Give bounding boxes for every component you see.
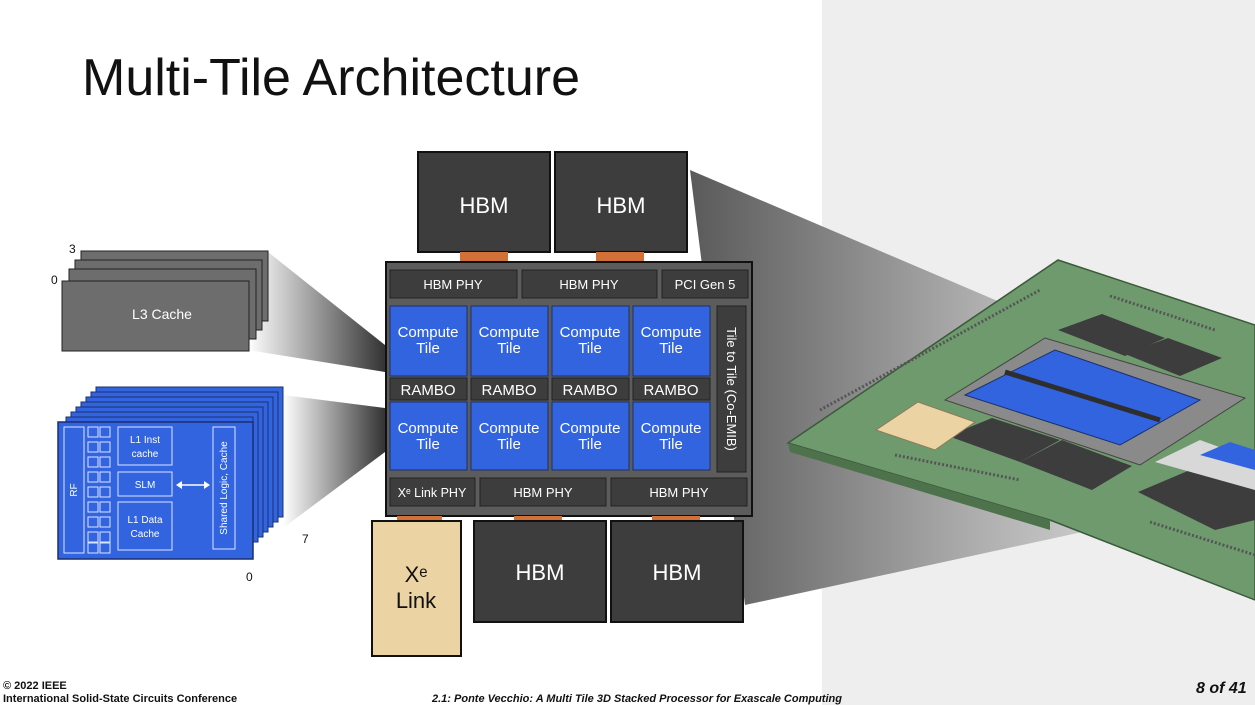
hbm-phy-label: HBM PHY (513, 485, 573, 500)
footer-copyright: © 2022 IEEE (3, 680, 67, 692)
page-number: 8 of 41 (1196, 680, 1247, 697)
footer-conference: International Solid-State Circuits Confe… (3, 693, 238, 705)
hbm-bottom-right-label: HBM (653, 560, 702, 585)
l1-inst-cache-label: L1 Inst (130, 435, 160, 446)
hbm-bottom-left-label: HBM (516, 560, 565, 585)
register-grid (87, 426, 111, 554)
footer-paper-title: 2.1: Ponte Vecchio: A Multi Tile 3D Stac… (432, 693, 842, 705)
hbm-phy-label: HBM PHY (423, 277, 483, 292)
pci-gen5-label: PCI Gen 5 (675, 277, 736, 292)
xe-core-index-bottom: 0 (246, 570, 253, 584)
rambo-block (389, 377, 468, 401)
compute-tile (551, 401, 630, 471)
xe-link-phy-label: Xᵉ Link PHY (398, 486, 467, 500)
compute-tile-label: Tile (578, 340, 602, 357)
compute-tile (632, 305, 711, 377)
hbm-connector (596, 252, 644, 262)
hbm-top-left-label: HBM (460, 193, 509, 218)
hbm-connector (652, 516, 700, 522)
l3-index-bottom: 0 (51, 273, 58, 287)
compute-tile-label: Tile (659, 436, 683, 453)
hbm-bottom-left (473, 520, 607, 623)
compute-tile-label: Compute (641, 324, 702, 341)
hbm-phy-label: HBM PHY (559, 277, 619, 292)
xe-link-label: Link (396, 588, 437, 613)
compute-tile (470, 401, 549, 471)
hbm-top-right (554, 151, 688, 253)
rf-block (63, 426, 85, 554)
xe-link-phy-block (389, 477, 476, 507)
l1-inst-cache-label: cache (132, 449, 159, 460)
l1-data-cache-label: Cache (131, 529, 160, 540)
projection-beam-xecore (283, 395, 385, 528)
rambo-block (470, 377, 549, 401)
xe-link-label: Xᵉ (405, 562, 428, 587)
compute-tile-label: Tile (416, 340, 440, 357)
l1-data-cache-label: L1 Data (127, 515, 162, 526)
hbm-bottom-right (610, 520, 744, 623)
tile-to-tile-block (716, 305, 747, 473)
compute-tile-label: Tile (416, 436, 440, 453)
rambo-block (551, 377, 630, 401)
rambo-label: RAMBO (400, 382, 455, 399)
l3-cache-label: L3 Cache (132, 306, 192, 322)
hbm-phy-label: HBM PHY (649, 485, 709, 500)
slide-title: Multi-Tile Architecture (82, 49, 580, 107)
bidirectional-arrow-icon (176, 481, 210, 489)
rf-label: RF (69, 483, 80, 496)
shared-logic-cache-block (212, 426, 236, 550)
xe-link-tile (371, 520, 462, 657)
rambo-label: RAMBO (562, 382, 617, 399)
hbm-connector (460, 252, 508, 262)
hbm-connector (514, 516, 562, 522)
hbm-phy-block (610, 477, 748, 507)
slm-label: SLM (135, 480, 156, 491)
hbm-top-left (417, 151, 551, 253)
rambo-label: RAMBO (643, 382, 698, 399)
compute-tile-label: Compute (560, 420, 621, 437)
compute-tile (632, 401, 711, 471)
compute-tile-label: Compute (479, 420, 540, 437)
projection-beam-l3 (248, 252, 385, 372)
compute-tile (389, 305, 468, 377)
compute-tile-label: Tile (497, 436, 521, 453)
rambo-label: RAMBO (481, 382, 536, 399)
package-3d-render (786, 259, 1255, 601)
hbm-top-right-label: HBM (597, 193, 646, 218)
pci-gen5-block (661, 269, 749, 299)
compute-tile (551, 305, 630, 377)
compute-tile-label: Tile (578, 436, 602, 453)
shared-logic-cache-label: Shared Logic, Cache (219, 441, 230, 535)
l3-cache-stack (61, 250, 269, 352)
compute-tile-label: Tile (659, 340, 683, 357)
compute-tile (389, 401, 468, 471)
hbm-phy-block (479, 477, 607, 507)
l1-inst-cache-block (117, 426, 173, 466)
xe-link-connector (397, 516, 442, 522)
compute-tile-label: Compute (479, 324, 540, 341)
compute-tile-label: Tile (497, 340, 521, 357)
compute-tile (470, 305, 549, 377)
compute-tile-label: Compute (560, 324, 621, 341)
xe-core-index-right: 7 (302, 532, 309, 546)
tile-to-tile-label: Tile to Tile (Co-EMIB) (724, 327, 739, 451)
rambo-block (632, 377, 711, 401)
compute-tile-label: Compute (641, 420, 702, 437)
l1-data-cache-block (117, 501, 173, 551)
l3-index-top: 3 (69, 242, 76, 256)
hbm-phy-block (521, 269, 658, 299)
hbm-phy-block (389, 269, 518, 299)
compute-tile-label: Compute (398, 324, 459, 341)
slm-block (117, 471, 173, 497)
compute-tile-label: Compute (398, 420, 459, 437)
